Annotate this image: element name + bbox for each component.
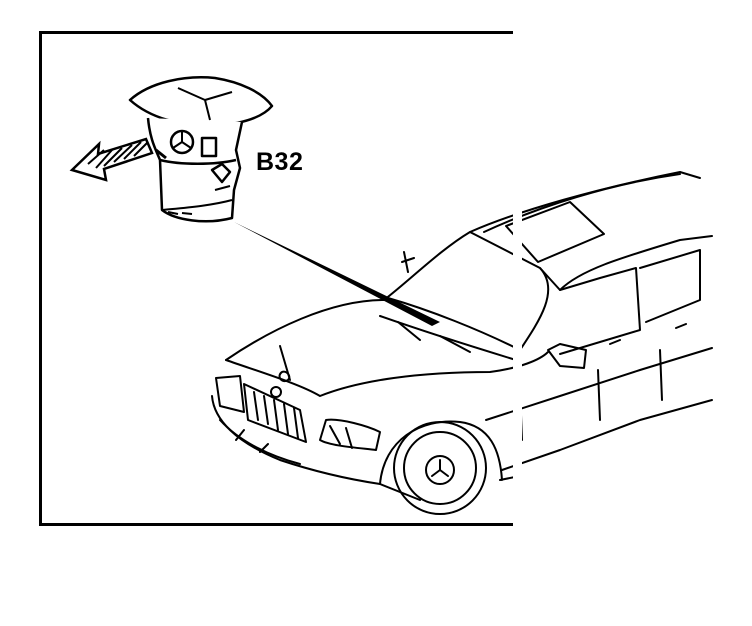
sensor-icon	[128, 76, 274, 223]
direction-arrow-icon	[69, 137, 154, 182]
leader-line	[234, 222, 440, 326]
car-illustration	[211, 171, 713, 515]
component-label-b32: B32	[256, 148, 304, 176]
frame-gap	[513, 31, 522, 526]
